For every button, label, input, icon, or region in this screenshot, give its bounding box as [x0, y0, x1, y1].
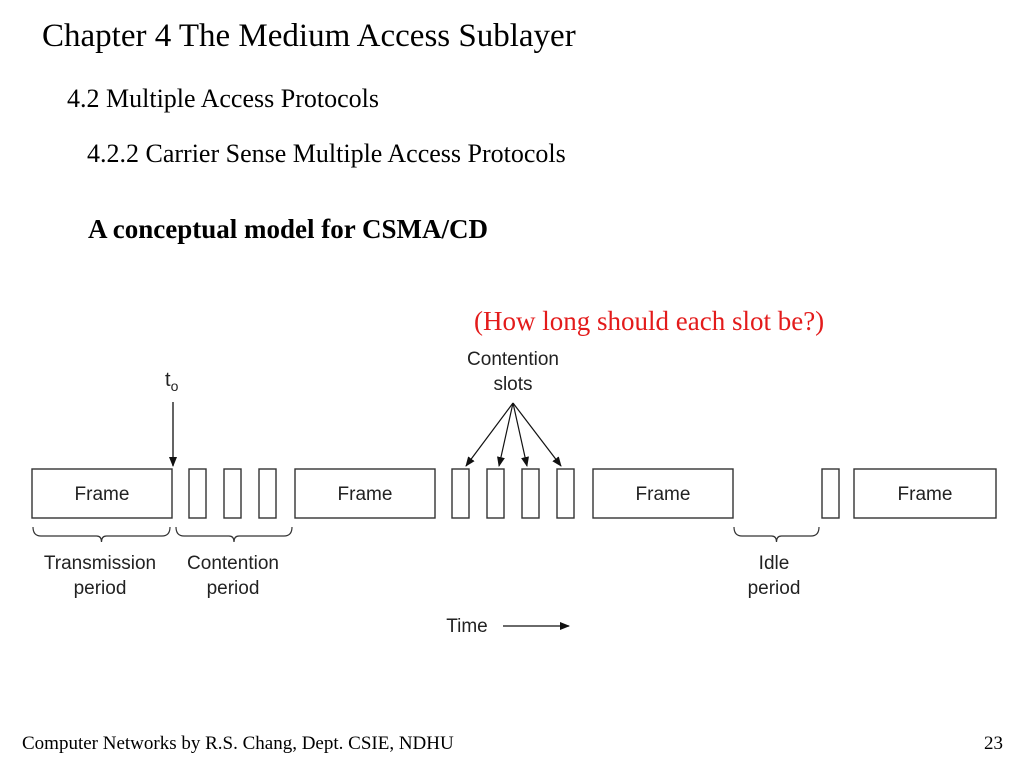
slide-title: Chapter 4 The Medium Access Sublayer	[42, 18, 576, 54]
contention-slot	[521, 468, 540, 519]
period-label-idle-line2: period	[748, 578, 801, 599]
brace-contention-period	[175, 526, 293, 543]
contention-slot	[821, 468, 840, 519]
time-label: Time	[446, 616, 488, 637]
period-label-transmission-line2: period	[74, 578, 127, 599]
slot-arrow	[512, 402, 529, 467]
contention-slot	[188, 468, 207, 519]
t0-label: to	[165, 369, 179, 394]
frame-label: Frame	[338, 484, 393, 505]
period-label-idle-line1: Idle	[759, 553, 790, 574]
frame-box	[294, 468, 436, 519]
contention-slots-label-line1: Contention	[467, 349, 559, 370]
frame-box	[853, 468, 997, 519]
contention-slot	[451, 468, 470, 519]
slot-arrow	[512, 402, 562, 467]
period-braces	[32, 526, 820, 543]
period-label-transmission-line1: Transmission	[44, 553, 156, 574]
timeline: Frame Frame Frame Frame	[31, 468, 997, 519]
contention-slots-label-line2: slots	[493, 374, 532, 395]
page-number: 23	[984, 733, 1003, 754]
contention-slot	[556, 468, 575, 519]
brace-idle-period	[733, 526, 820, 543]
footer-credit: Computer Networks by R.S. Chang, Dept. C…	[22, 733, 454, 754]
section-title: 4.2 Multiple Access Protocols	[67, 84, 379, 113]
slot-arrow	[497, 402, 514, 467]
frame-label: Frame	[75, 484, 130, 505]
contention-slot	[223, 468, 242, 519]
contention-slot-arrows	[465, 402, 562, 467]
period-label-contention-line1: Contention	[187, 553, 279, 574]
frame-box	[31, 468, 173, 519]
period-label-contention-line2: period	[207, 578, 260, 599]
contention-slot	[486, 468, 505, 519]
contention-slot	[258, 468, 277, 519]
brace-transmission-period	[32, 526, 171, 543]
frame-box	[592, 468, 734, 519]
frame-label: Frame	[898, 484, 953, 505]
frame-label: Frame	[636, 484, 691, 505]
subsection-title: 4.2.2 Carrier Sense Multiple Access Prot…	[87, 139, 566, 168]
diagram-heading: A conceptual model for CSMA/CD	[88, 214, 488, 244]
slot-arrow	[465, 402, 514, 467]
slot-length-question: (How long should each slot be?)	[474, 306, 825, 336]
